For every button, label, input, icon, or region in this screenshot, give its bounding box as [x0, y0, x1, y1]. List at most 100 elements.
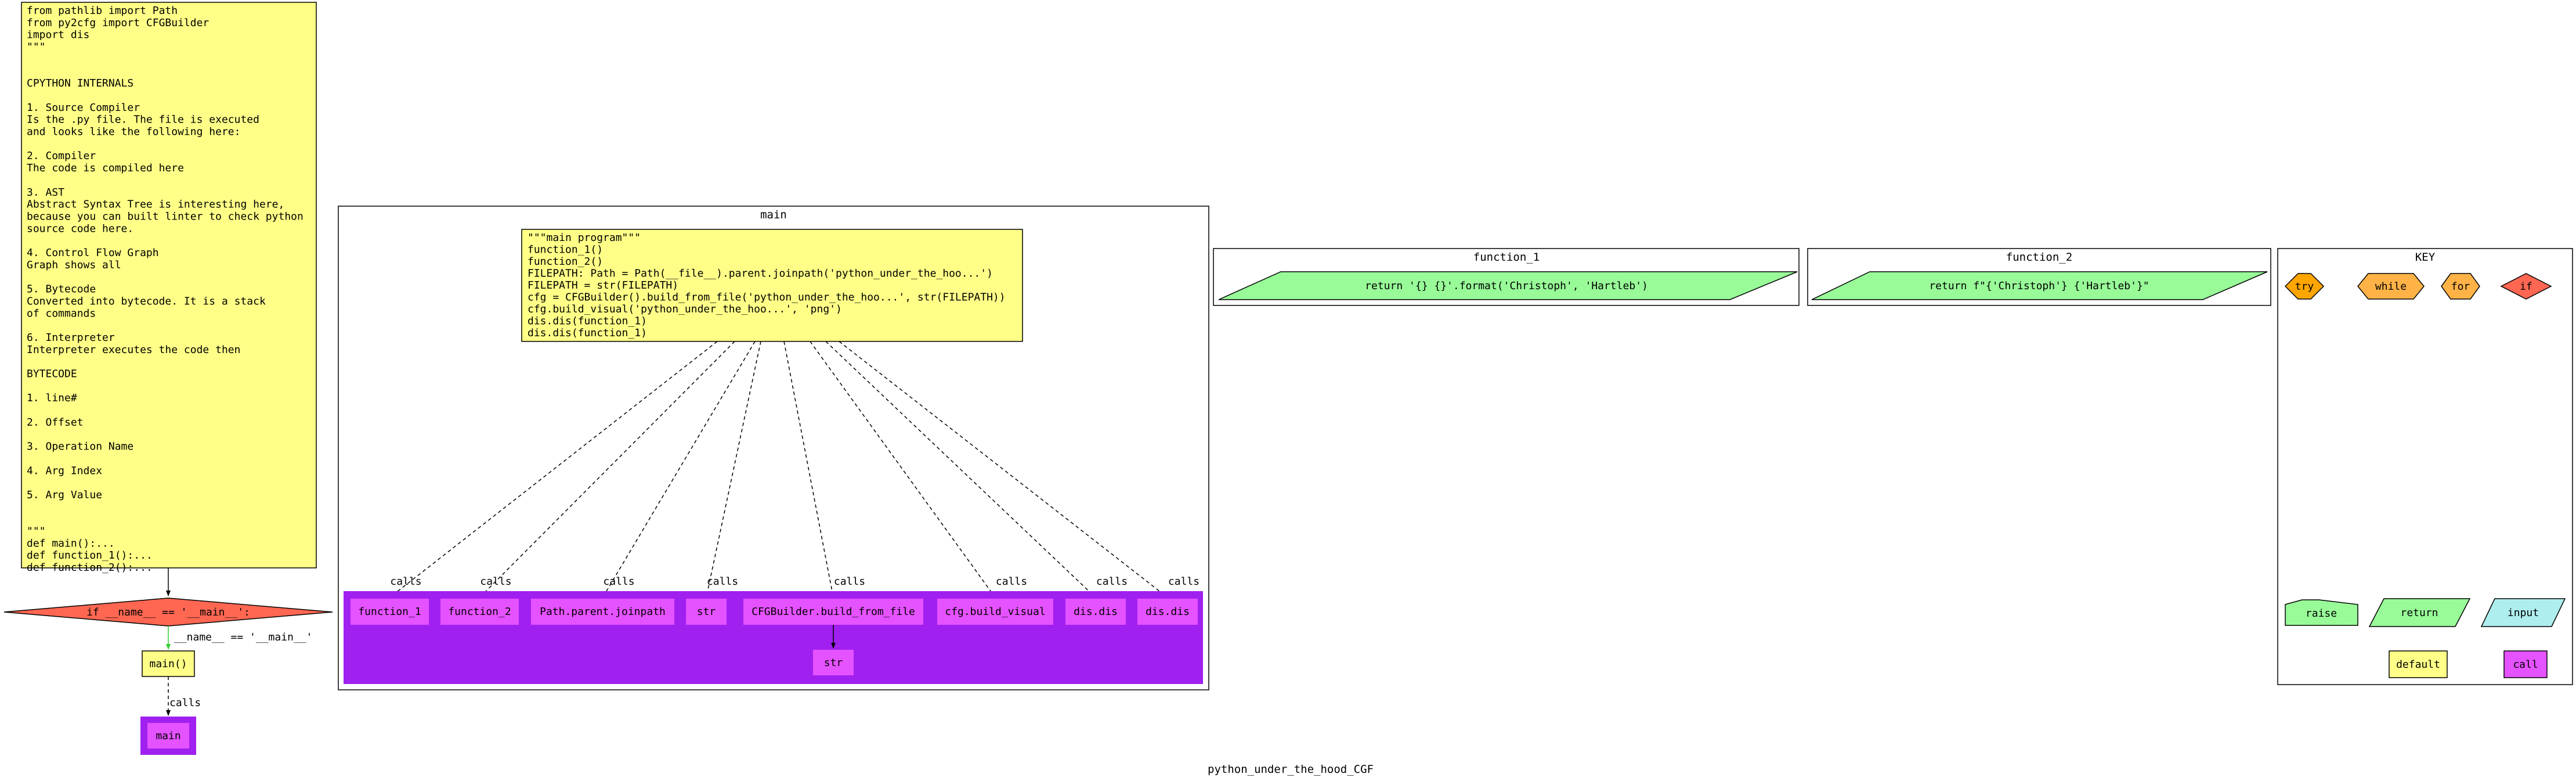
main-target-node: [147, 723, 189, 748]
main-code-line: cfg = CFGBuilder().build_from_file('pyth…: [528, 291, 1006, 304]
module-docstring-line: def main():...: [27, 537, 115, 549]
module-docstring-line: [27, 356, 33, 368]
key-if-label: if: [2520, 280, 2532, 293]
key-input-label: input: [2508, 607, 2539, 619]
module-docstring-line: BYTECODE: [27, 368, 77, 380]
call-node: [1137, 599, 1198, 625]
key-cluster-title: KEY: [2415, 251, 2436, 264]
module-docstring-line: 4. Control Flow Graph: [27, 247, 159, 259]
module-docstring-line: [27, 89, 33, 102]
module-docstring-line: """: [27, 526, 46, 538]
module-docstring-line: [27, 271, 33, 283]
module-docstring-line: 3. AST: [27, 186, 64, 199]
key-default-label: default: [2396, 658, 2440, 671]
call-edge-label: calls: [1096, 575, 1128, 588]
key-try-node: [2284, 273, 2325, 300]
main-code-line: """main program""": [528, 232, 641, 244]
module-docstring-line: Graph shows all: [27, 259, 121, 271]
module-docstring-line: [27, 429, 33, 441]
module-docstring-line: [27, 53, 33, 65]
call-edge-label: calls: [1168, 575, 1200, 588]
key-default-node: [2389, 650, 2448, 678]
module-docstring-line: Abstract Syntax Tree is interesting here…: [27, 199, 284, 211]
call-edge: [825, 341, 1096, 598]
call-node: [937, 599, 1053, 625]
call-node-label: dis.dis: [1074, 606, 1118, 618]
main-code-node: [521, 229, 1023, 342]
module-docstring-line: 3. Operation Name: [27, 441, 133, 453]
module-docstring-line: import dis: [27, 29, 89, 41]
call-edge: [810, 341, 996, 598]
key-while-label: while: [2375, 280, 2407, 293]
key-if-node: [2500, 273, 2552, 300]
function-1-return-label: return '{} {}'.format('Christoph', 'Hart…: [1365, 280, 1648, 292]
key-input-node: [2480, 598, 2566, 627]
call-edge: [839, 341, 1168, 598]
module-docstring-line: CPYTHON INTERNALS: [27, 77, 133, 89]
call-node: [531, 599, 674, 625]
main-code-line: cfg.build_visual('python_under_the_hoo..…: [528, 303, 842, 315]
edge-if-label: __name__ == '__main__': [174, 631, 312, 643]
function-2-return-label: return f"{'Christoph'} {'Hartleb'}": [1929, 280, 2149, 292]
call-node: [351, 599, 429, 625]
module-docstring-node: [21, 2, 317, 568]
call-node-label: cfg.build_visual: [945, 606, 1045, 618]
key-call-node: [2503, 650, 2548, 678]
call-node: [440, 599, 519, 625]
main-target-label: main: [156, 730, 180, 742]
module-docstring-line: [27, 513, 33, 526]
module-docstring-line: """: [27, 41, 46, 53]
if-main-label: if __name__ == '__main__':: [86, 606, 250, 618]
module-docstring-line: [27, 174, 33, 186]
key-raise-node: [2285, 599, 2358, 626]
call-node: [1065, 599, 1126, 625]
module-docstring-line: [27, 404, 33, 416]
main-code-line: function_2(): [528, 255, 603, 268]
main-code-line: dis.dis(function_1): [528, 315, 647, 327]
module-docstring-line: 1. Source Compiler: [27, 102, 140, 114]
call-node-label: Path.parent.joinpath: [540, 606, 666, 618]
module-docstring-line: [27, 452, 33, 465]
key-for-node: [2441, 273, 2480, 300]
module-docstring-line: [27, 65, 33, 77]
module-docstring-line: [27, 501, 33, 513]
call-node-label: CFGBuilder.build_from_file: [752, 606, 915, 618]
module-docstring-line: 2. Offset: [27, 416, 84, 429]
main-code-line: FILEPATH = str(FILEPATH): [528, 279, 678, 291]
call-edge-label: calls: [996, 575, 1027, 588]
key-for-label: for: [2451, 280, 2470, 293]
module-docstring-line: of commands: [27, 307, 96, 319]
module-docstring-line: 5. Arg Value: [27, 489, 102, 501]
call-edge: [602, 341, 756, 598]
module-docstring-line: because you can built linter to check py…: [27, 210, 304, 222]
module-docstring-line: Converted into bytecode. It is a stack: [27, 295, 266, 307]
module-docstring-line: 1. line#: [27, 392, 77, 404]
module-docstring-line: 5. Bytecode: [27, 283, 96, 296]
main-code-text: """main program"""function_1()function_2…: [528, 232, 1006, 339]
call-node-nested-str: [813, 650, 854, 675]
function-1-return-node: [1218, 271, 1798, 300]
call-node-label: function_2: [448, 606, 511, 618]
module-docstring-line: 4. Arg Index: [27, 465, 102, 477]
module-docstring-line: and looks like the following here:: [27, 126, 240, 138]
call-edge-label: calls: [834, 575, 865, 588]
call-node-label: str: [697, 606, 716, 618]
module-docstring-line: def function_1():...: [27, 549, 153, 562]
call-edge: [389, 341, 718, 598]
key-return-node: [2368, 598, 2471, 627]
function-2-cluster-title: function_2: [2006, 251, 2072, 264]
call-edge: [479, 341, 735, 598]
module-docstring-line: [27, 477, 33, 489]
main-code-line: FILEPATH: Path = Path(__file__).parent.j…: [528, 268, 993, 280]
module-docstring-line: 2. Compiler: [27, 150, 96, 162]
module-docstring-line: source code here.: [27, 222, 133, 235]
main-code-line: function_1(): [528, 244, 603, 256]
call-edge: [783, 341, 835, 598]
function-1-cluster-title: function_1: [1473, 251, 1540, 264]
module-docstring-line: [27, 319, 33, 332]
call-edge-label: calls: [603, 575, 634, 588]
if-main-node: [3, 598, 333, 627]
